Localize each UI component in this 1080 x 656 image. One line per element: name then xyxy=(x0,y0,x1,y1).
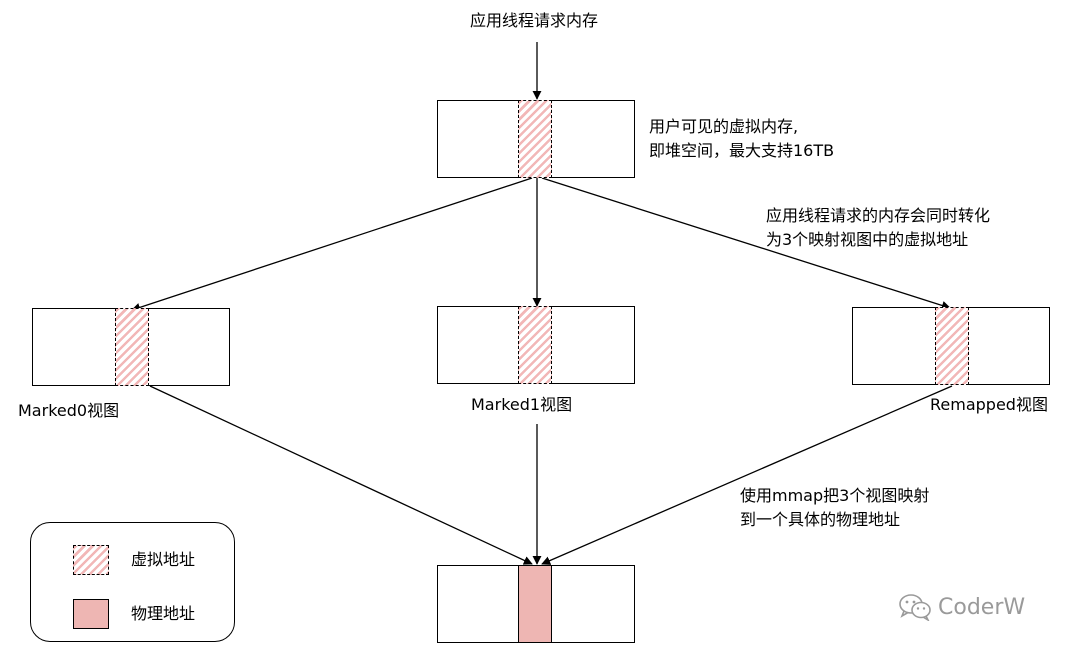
watermark: CoderW xyxy=(898,593,1025,621)
marked1-virtual-address-block xyxy=(518,306,552,384)
conversion-note-line2: 为3个映射视图中的虚拟地址 xyxy=(766,230,969,249)
remapped-view-box xyxy=(852,307,1050,385)
remapped-virtual-address-block xyxy=(935,307,969,385)
heap-description-line1: 用户可见的虚拟内存, xyxy=(649,117,799,136)
arrow-heap-to-remapped xyxy=(541,177,951,310)
marked1-view-box xyxy=(437,306,635,384)
heap-description-line2: 即堆空间，最大支持16TB xyxy=(649,141,835,160)
watermark-text: CoderW xyxy=(938,594,1026,620)
legend: 虚拟地址 物理地址 xyxy=(30,522,235,642)
heap-box xyxy=(437,100,635,178)
marked0-view-box xyxy=(32,308,230,386)
physical-address-block xyxy=(518,565,552,643)
heap-virtual-address-block xyxy=(518,100,552,178)
legend-physical-swatch xyxy=(73,599,109,629)
physical-memory-box xyxy=(437,565,635,643)
arrow-marked0-to-physical xyxy=(149,385,533,565)
mmap-note-line2: 到一个具体的物理地址 xyxy=(740,510,901,529)
request-label: 应用线程请求内存 xyxy=(470,11,599,30)
mmap-note-line1: 使用mmap把3个视图映射 xyxy=(740,486,930,505)
marked1-view-label: Marked1视图 xyxy=(471,395,573,414)
marked0-view-label: Marked0视图 xyxy=(18,401,120,420)
legend-virtual-swatch xyxy=(73,545,109,575)
conversion-note-line1: 应用线程请求的内存会同时转化 xyxy=(766,206,991,225)
remapped-view-label: Remapped视图 xyxy=(930,395,1048,414)
wechat-icon xyxy=(899,594,931,621)
arrow-heap-to-marked0 xyxy=(131,177,533,312)
marked0-virtual-address-block xyxy=(115,308,149,386)
legend-physical-label: 物理地址 xyxy=(131,604,196,623)
legend-virtual-label: 虚拟地址 xyxy=(131,550,196,569)
arrow-remapped-to-physical xyxy=(541,385,953,565)
